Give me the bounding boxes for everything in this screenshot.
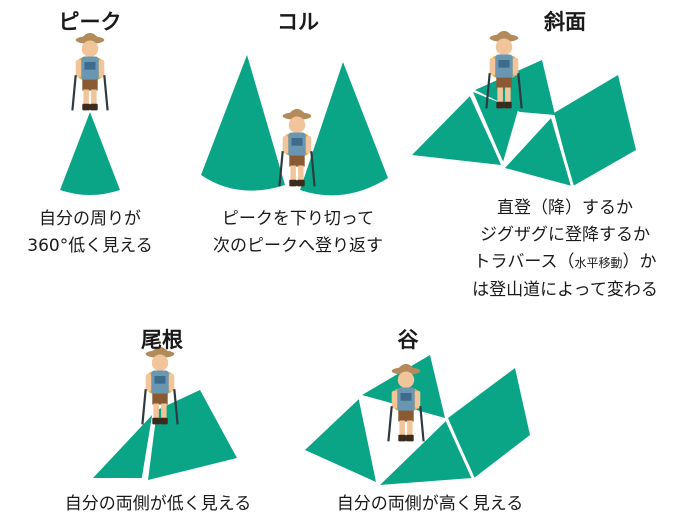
slope-illustration	[412, 29, 636, 189]
slope-caption-line: 直登（降）するか	[496, 198, 633, 218]
col-illustration	[201, 55, 388, 196]
slope-caption-line: トラバース（水平移動）か	[472, 249, 658, 277]
valley-illustration	[305, 355, 530, 485]
slope-caption-line: は登山道によって変わる	[472, 280, 658, 300]
peak-caption-line: 360°低く見える	[27, 236, 153, 256]
ridge-title: 尾根	[141, 328, 183, 352]
hiker-icon	[71, 31, 109, 112]
valley-caption: 自分の両側が高く見える	[337, 491, 524, 518]
slope-caption-part: トラバース（	[473, 252, 575, 272]
peak-caption: 自分の周りが 360°低く見える	[27, 206, 152, 260]
slope-caption: 直登（降）するか ジグザグに登降するか トラバース（水平移動）か は登山道によっ…	[472, 195, 658, 304]
slope-title: 斜面	[544, 10, 586, 34]
slope-caption-part: 水平移動	[574, 256, 623, 270]
col-caption-line: ピークを下り切って	[221, 209, 375, 229]
peak-caption-line: 自分の周りが	[38, 209, 141, 229]
slope-caption-line: ジグザグに登降するか	[479, 225, 650, 245]
peak-illustration	[60, 31, 120, 195]
col-caption: ピークを下り切って 次のピークへ登り返す	[213, 206, 383, 260]
ridge-caption-line: 自分の両側が低く見える	[64, 494, 252, 514]
valley-caption-line: 自分の両側が高く見える	[336, 494, 524, 514]
slope-caption-part: ）か	[622, 252, 657, 272]
ridge-illustration	[93, 345, 237, 481]
valley-title: 谷	[397, 328, 419, 352]
col-title: コル	[277, 10, 319, 34]
peak-title: ピーク	[58, 10, 122, 34]
ridge-caption: 自分の両側が低く見える	[65, 491, 252, 518]
col-caption-line: 次のピークへ登り返す	[213, 236, 383, 256]
